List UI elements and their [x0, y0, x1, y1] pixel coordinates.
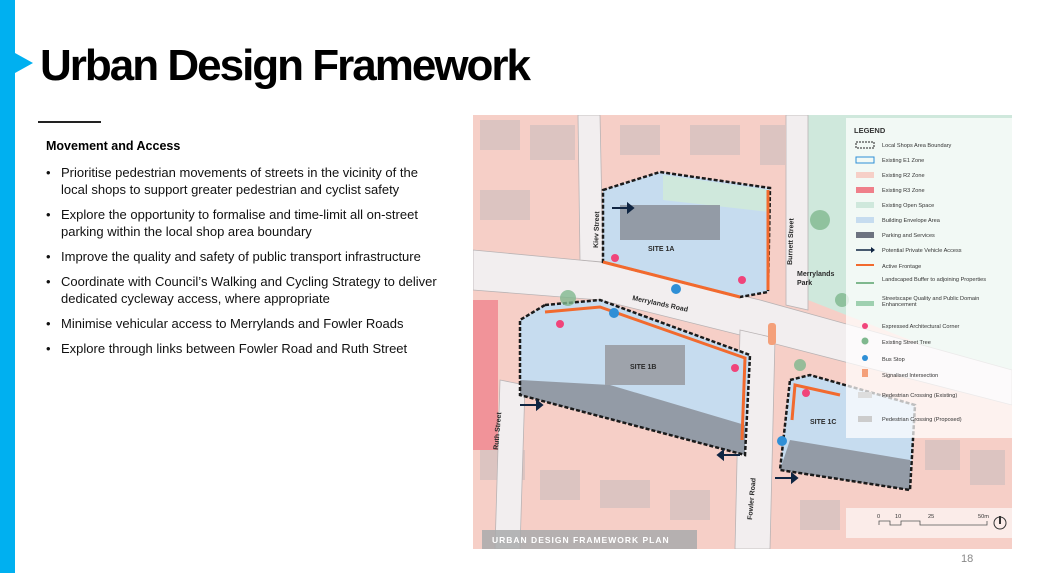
- legend-item: Pedestrian Crossing (Existing): [882, 393, 957, 399]
- bullet-list: Prioritise pedestrian movements of stree…: [46, 164, 446, 365]
- site-1b-label: SITE 1B: [630, 364, 656, 371]
- bullet-item: Minimise vehicular access to Merrylands …: [46, 315, 446, 332]
- site-1a-active-frontage: [602, 260, 741, 299]
- scale-bar: 0 10 25 50m: [846, 508, 1012, 538]
- section-heading: Movement and Access: [46, 139, 181, 153]
- framework-plan-map: Kiev Street Burnett Street Merrylands Pa…: [473, 115, 1012, 549]
- fowler-road-label: Fowler Road: [747, 478, 758, 520]
- accent-bar: [0, 0, 15, 573]
- architectural-corners: [556, 254, 810, 397]
- site-1b-boundary: [518, 298, 752, 457]
- bullet-item: Prioritise pedestrian movements of stree…: [46, 164, 446, 198]
- map-legend: LEGEND Local Shops Area Boundary Existin…: [846, 118, 1012, 438]
- bus-stops: [609, 284, 787, 446]
- legend-item: Existing R2 Zone: [882, 173, 925, 179]
- accent-arrow: [15, 53, 33, 73]
- merrylands-park-label: Merrylands Park: [797, 271, 835, 287]
- legend-item: Streetscape Quality and Public Domain En…: [882, 296, 980, 309]
- r3-zone: [473, 300, 498, 450]
- kiev-street-label: Kiev Street: [593, 211, 601, 248]
- vehicle-access-arrows: [520, 201, 799, 485]
- map-caption: URBAN DESIGN FRAMEWORK PLAN: [492, 535, 670, 545]
- signalised-intersection-icon: [768, 323, 776, 345]
- site-1c-active-frontage: [790, 383, 841, 421]
- site-1a-parking: [620, 205, 720, 240]
- legend-title: LEGEND: [854, 126, 886, 135]
- legend-item: Existing R3 Zone: [882, 188, 925, 194]
- legend-item: Pedestrian Crossing (Proposed): [882, 417, 962, 423]
- burnett-street-label: Burnett Street: [787, 218, 796, 266]
- bullet-item: Explore the opportunity to formalise and…: [46, 206, 446, 240]
- bullet-item: Coordinate with Council’s Walking and Cy…: [46, 273, 446, 307]
- legend-item: Existing E1 Zone: [882, 158, 924, 164]
- legend-item: Building Envelope Area: [882, 218, 941, 224]
- site-1a-green: [663, 175, 770, 212]
- site-1c-boundary: [778, 373, 917, 492]
- bullet-item: Improve the quality and safety of public…: [46, 248, 446, 265]
- map-caption-bg: [482, 530, 697, 549]
- site-1c-label: SITE 1C: [810, 419, 836, 426]
- legend-item: Existing Street Tree: [882, 340, 931, 346]
- legend-item: Landscaped Buffer to adjoining Propertie…: [882, 277, 987, 283]
- site-1b-building: [605, 345, 685, 385]
- legend-item: Active Frontage: [882, 264, 921, 270]
- site-1a-label: SITE 1A: [648, 246, 674, 253]
- legend-item: Potential Private Vehicle Access: [882, 248, 962, 254]
- page-number: 18: [961, 553, 974, 565]
- legend-item: Local Shops Area Boundary: [882, 143, 952, 149]
- scale-tick: 0: [877, 514, 880, 520]
- legend-item: Existing Open Space: [882, 203, 934, 209]
- legend-item: Expressed Architectural Corner: [882, 324, 960, 330]
- site-1c-parking: [780, 440, 910, 490]
- legend-item: Bus Stop: [882, 357, 905, 363]
- scale-tick: 10: [895, 514, 901, 520]
- scale-tick: 50m: [978, 514, 989, 520]
- legend-item: Parking and Services: [882, 233, 935, 239]
- site-1b-parking: [520, 380, 745, 455]
- bullet-item: Explore through links between Fowler Roa…: [46, 340, 446, 357]
- ruth-street-label: Ruth Street: [493, 411, 503, 450]
- page-title: Urban Design Framework: [40, 41, 531, 90]
- street-trees: [560, 210, 849, 371]
- site-1b-active-frontage: [544, 305, 747, 441]
- title-underline: [38, 121, 101, 123]
- legend-item: Signalised Intersection: [882, 373, 938, 379]
- scale-tick: 25: [928, 514, 934, 520]
